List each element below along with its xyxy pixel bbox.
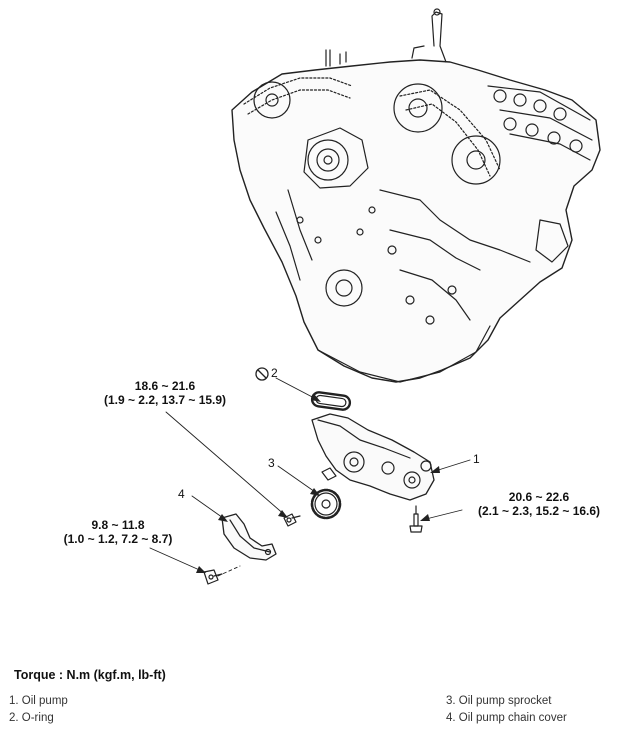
leader-lines bbox=[149, 377, 471, 577]
legend-item-oil-pump-chain-cover: 4. Oil pump chain cover bbox=[446, 712, 567, 724]
exploded-view-diagram bbox=[149, 8, 601, 585]
sprocket-bolt-torque-alt: (1.9 ~ 2.2, 13.7 ~ 15.9) bbox=[103, 393, 227, 407]
prohibited-reuse-icon bbox=[255, 367, 269, 381]
oil-pump bbox=[311, 413, 435, 501]
oil-pump-sprocket bbox=[310, 488, 342, 520]
legend-item-oil-pump-sprocket: 3. Oil pump sprocket bbox=[446, 695, 552, 707]
pump-bolt-torque-label: 20.6 ~ 22.6 (2.1 ~ 2.3, 15.2 ~ 16.6) bbox=[464, 490, 614, 518]
cover-bolt bbox=[203, 569, 223, 585]
callout-number-3: 3 bbox=[268, 456, 275, 470]
callout-number-2: 2 bbox=[271, 366, 278, 380]
callout-number-1: 1 bbox=[473, 452, 480, 466]
pump-bolt-torque-alt: (2.1 ~ 2.3, 15.2 ~ 16.6) bbox=[477, 504, 601, 518]
sprocket-bolt bbox=[283, 513, 301, 527]
engine-assembly bbox=[231, 8, 601, 383]
legend-item-o-ring: 2. O-ring bbox=[9, 712, 54, 724]
pump-bolt bbox=[409, 505, 423, 533]
sprocket-bolt-torque-value: 18.6 ~ 21.6 bbox=[134, 379, 196, 393]
oil-pump-chain-cover bbox=[221, 513, 277, 561]
cover-bolt-torque-alt: (1.0 ~ 1.2, 7.2 ~ 8.7) bbox=[63, 532, 173, 546]
torque-units-title: Torque : N.m (kgf.m, lb-ft) bbox=[14, 668, 166, 682]
legend-item-oil-pump: 1. Oil pump bbox=[9, 695, 68, 707]
cover-bolt-torque-value: 9.8 ~ 11.8 bbox=[91, 518, 145, 532]
cover-bolt-torque-label: 9.8 ~ 11.8 (1.0 ~ 1.2, 7.2 ~ 8.7) bbox=[56, 518, 180, 546]
callout-number-4: 4 bbox=[178, 487, 185, 501]
sprocket-bolt-torque-label: 18.6 ~ 21.6 (1.9 ~ 2.2, 13.7 ~ 15.9) bbox=[82, 379, 248, 407]
pump-bolt-torque-value: 20.6 ~ 22.6 bbox=[508, 490, 570, 504]
